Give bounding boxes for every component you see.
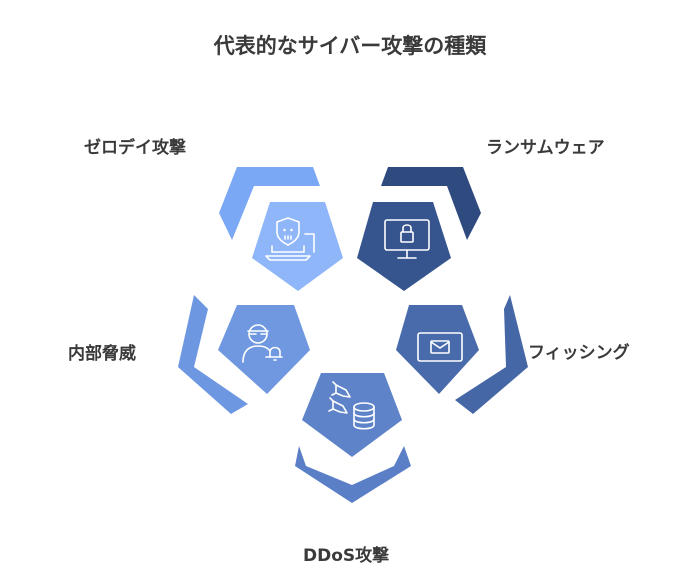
skull-shield-laptop-icon (265, 217, 315, 261)
ransomware-outer-band (381, 167, 481, 240)
segment-zero-day (219, 167, 343, 291)
phishing-outer-band (455, 295, 528, 414)
segment-insider (178, 295, 310, 414)
envelope-icon (417, 332, 463, 362)
monitor-lock-icon (384, 219, 430, 259)
ddos-pentagon (302, 373, 402, 457)
missile-database-icon (328, 381, 375, 430)
phishing-pentagon (396, 305, 479, 394)
label-insider: 内部脅威 (68, 344, 136, 364)
segment-ddos (295, 373, 411, 503)
person-alert-icon (242, 324, 283, 363)
label-ransomware: ランサムウェア (486, 138, 605, 158)
label-phishing: フィッシング (528, 343, 630, 363)
insider-pentagon (218, 305, 310, 394)
ransomware-pentagon (357, 202, 451, 291)
zero-day-pentagon (252, 202, 343, 291)
diagram-title: 代表的なサイバー攻撃の種類 (213, 34, 487, 58)
segment-ransomware (357, 167, 481, 291)
insider-outer-band (178, 295, 248, 414)
label-zero-day: ゼロデイ攻撃 (84, 138, 186, 158)
ddos-outer-band (295, 446, 411, 503)
zero-day-outer-band (219, 167, 320, 240)
segment-phishing (396, 295, 528, 414)
label-ddos: DDoS攻撃 (303, 546, 390, 566)
